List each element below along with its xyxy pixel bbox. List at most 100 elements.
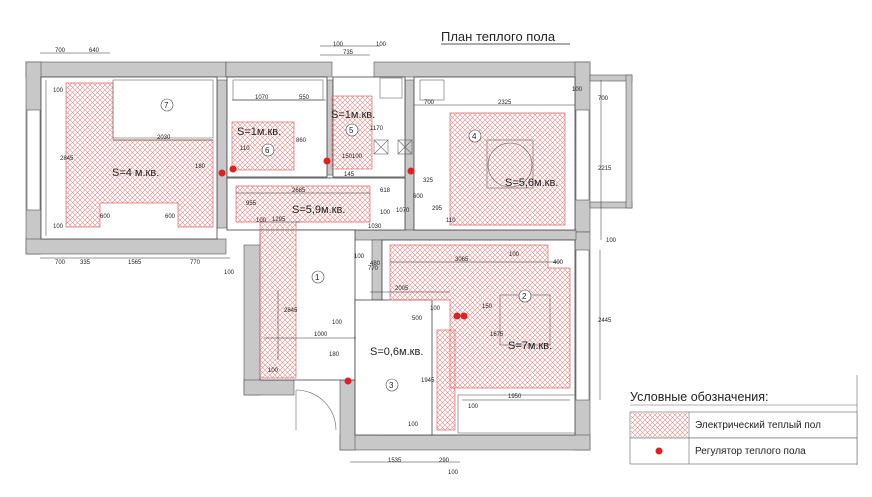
dim-1945: 1945: [421, 378, 435, 384]
dim-1170: 1170: [370, 126, 384, 132]
dim-600-c: 600: [413, 194, 424, 200]
dim-100-top-b: 100: [376, 42, 387, 48]
area-label-room-6: S=1м.кв.: [237, 126, 281, 138]
dim-100-c: 100: [352, 154, 363, 160]
dim-100-l: 100: [430, 306, 441, 312]
dim-500: 500: [412, 316, 423, 322]
plan-title: План теплого пола: [441, 29, 556, 44]
area-label-room-4: S=5,6м.кв.: [505, 177, 558, 189]
dim-700-bottom: 700: [55, 260, 66, 266]
dim-480: 480: [370, 261, 381, 267]
regulator-icon: [229, 165, 237, 173]
dim-640-top: 640: [89, 48, 100, 54]
legend: Условные обозначения: Электрический тепл…: [629, 375, 858, 465]
dim-295: 295: [432, 206, 443, 212]
room-number-2: 2: [522, 292, 527, 301]
area-labels: S=4 м.кв. S=1м.кв. S=1м.кв. S=5,6м.кв. S…: [112, 109, 558, 358]
dim-150-b: 150: [482, 304, 493, 310]
room-number-5: 5: [349, 126, 354, 135]
dim-735-top: 735: [343, 50, 354, 56]
regulators: [218, 157, 468, 385]
dim-1070: 1070: [255, 95, 269, 101]
dim-100-h: 100: [606, 238, 617, 244]
dim-700-side: 700: [598, 96, 609, 102]
dim-1565-bottom: 1565: [128, 260, 142, 266]
room-number-7: 7: [164, 101, 169, 110]
room-number-3: 3: [389, 381, 394, 390]
dim-2845: 2845: [60, 156, 74, 162]
dim-3065: 3065: [455, 257, 469, 263]
dim-335-bottom: 335: [80, 260, 91, 266]
dim-290: 290: [439, 458, 450, 464]
dim-1535: 1535: [388, 458, 402, 464]
dim-600-b: 600: [165, 214, 176, 220]
dim-100-bottom: 100: [224, 270, 235, 276]
dim-2685: 2685: [292, 188, 306, 194]
dim-100-f: 100: [380, 210, 391, 216]
dim-2325: 2325: [498, 100, 512, 106]
red-dot-icon: [655, 447, 663, 455]
dim-2215: 2215: [598, 166, 612, 172]
dim-100-m: 100: [408, 422, 419, 428]
dim-2030: 2030: [157, 135, 171, 141]
dim-700-top: 700: [55, 48, 66, 54]
dim-110-b: 110: [446, 218, 456, 224]
dim-1070-b: 1070: [396, 208, 410, 214]
area-label-room-7: S=4 м.кв.: [112, 167, 159, 179]
dim-1675: 1675: [490, 332, 504, 338]
dim-600-a: 600: [100, 214, 111, 220]
dim-100-e: 100: [256, 218, 267, 224]
area-label-room-2: S=7м.кв.: [508, 340, 552, 352]
dim-100-top-a: 100: [333, 42, 344, 48]
dim-770-bottom: 770: [190, 260, 201, 266]
regulator-icon: [407, 167, 415, 175]
dim-2445: 2445: [598, 318, 612, 324]
dim-145: 145: [344, 172, 355, 178]
dim-100-j: 100: [268, 368, 279, 374]
dim-180-b: 180: [329, 352, 340, 358]
dim-100-l2: 100: [53, 224, 64, 230]
dim-1030: 1030: [368, 224, 382, 230]
dim-100-g: 100: [509, 252, 520, 258]
dim-860: 860: [296, 138, 307, 144]
regulator-icon: [218, 169, 226, 177]
dimension-lines: [40, 45, 602, 463]
dim-100-i: 100: [354, 254, 365, 260]
regulator-icon: [344, 377, 352, 385]
legend-item-regulator: Регулятор теплого пола: [695, 446, 806, 457]
dim-100-l1: 100: [53, 88, 64, 94]
room-number-4: 4: [472, 132, 477, 141]
dim-150: 150: [342, 154, 353, 160]
dim-550: 550: [299, 95, 310, 101]
dimension-texts: 700 640 100 100 735 1070 550 1170 860 11…: [53, 42, 617, 476]
area-label-room-5: S=1м.кв.: [331, 109, 375, 121]
dim-1295: 1295: [272, 217, 286, 223]
area-label-room-1: S=5,9м.кв.: [292, 204, 345, 216]
regulator-icon: [323, 157, 331, 165]
dim-1000: 1000: [314, 332, 328, 338]
dim-770: 770: [368, 266, 379, 272]
dim-180: 180: [195, 164, 206, 170]
dim-110: 110: [240, 146, 250, 152]
hatch-swatch-icon: [631, 413, 688, 437]
legend-item-heated-floor: Электрический теплый пол: [695, 420, 821, 431]
regulator-icon: [460, 312, 468, 320]
dim-2845-b: 2845: [284, 308, 298, 314]
room-number-1: 1: [315, 273, 320, 282]
windows: [26, 109, 590, 401]
dim-325: 325: [423, 178, 434, 184]
dim-100-n: 100: [468, 404, 479, 410]
area-label-room-3: S=0,6м.кв.: [370, 346, 423, 358]
dim-2005: 2005: [395, 286, 409, 292]
room-numbers: 7 6 5 4 1 2 3: [160, 98, 532, 392]
dim-400: 400: [553, 260, 564, 266]
dim-1950: 1950: [508, 394, 522, 400]
dim-618: 618: [380, 188, 391, 194]
dim-100-o: 100: [448, 470, 459, 476]
dim-955: 955: [246, 201, 257, 207]
dim-100-k: 100: [332, 320, 343, 326]
dim-700-room4: 700: [424, 100, 435, 106]
regulator-icon: [453, 312, 461, 320]
dim-100-side: 100: [572, 87, 583, 93]
